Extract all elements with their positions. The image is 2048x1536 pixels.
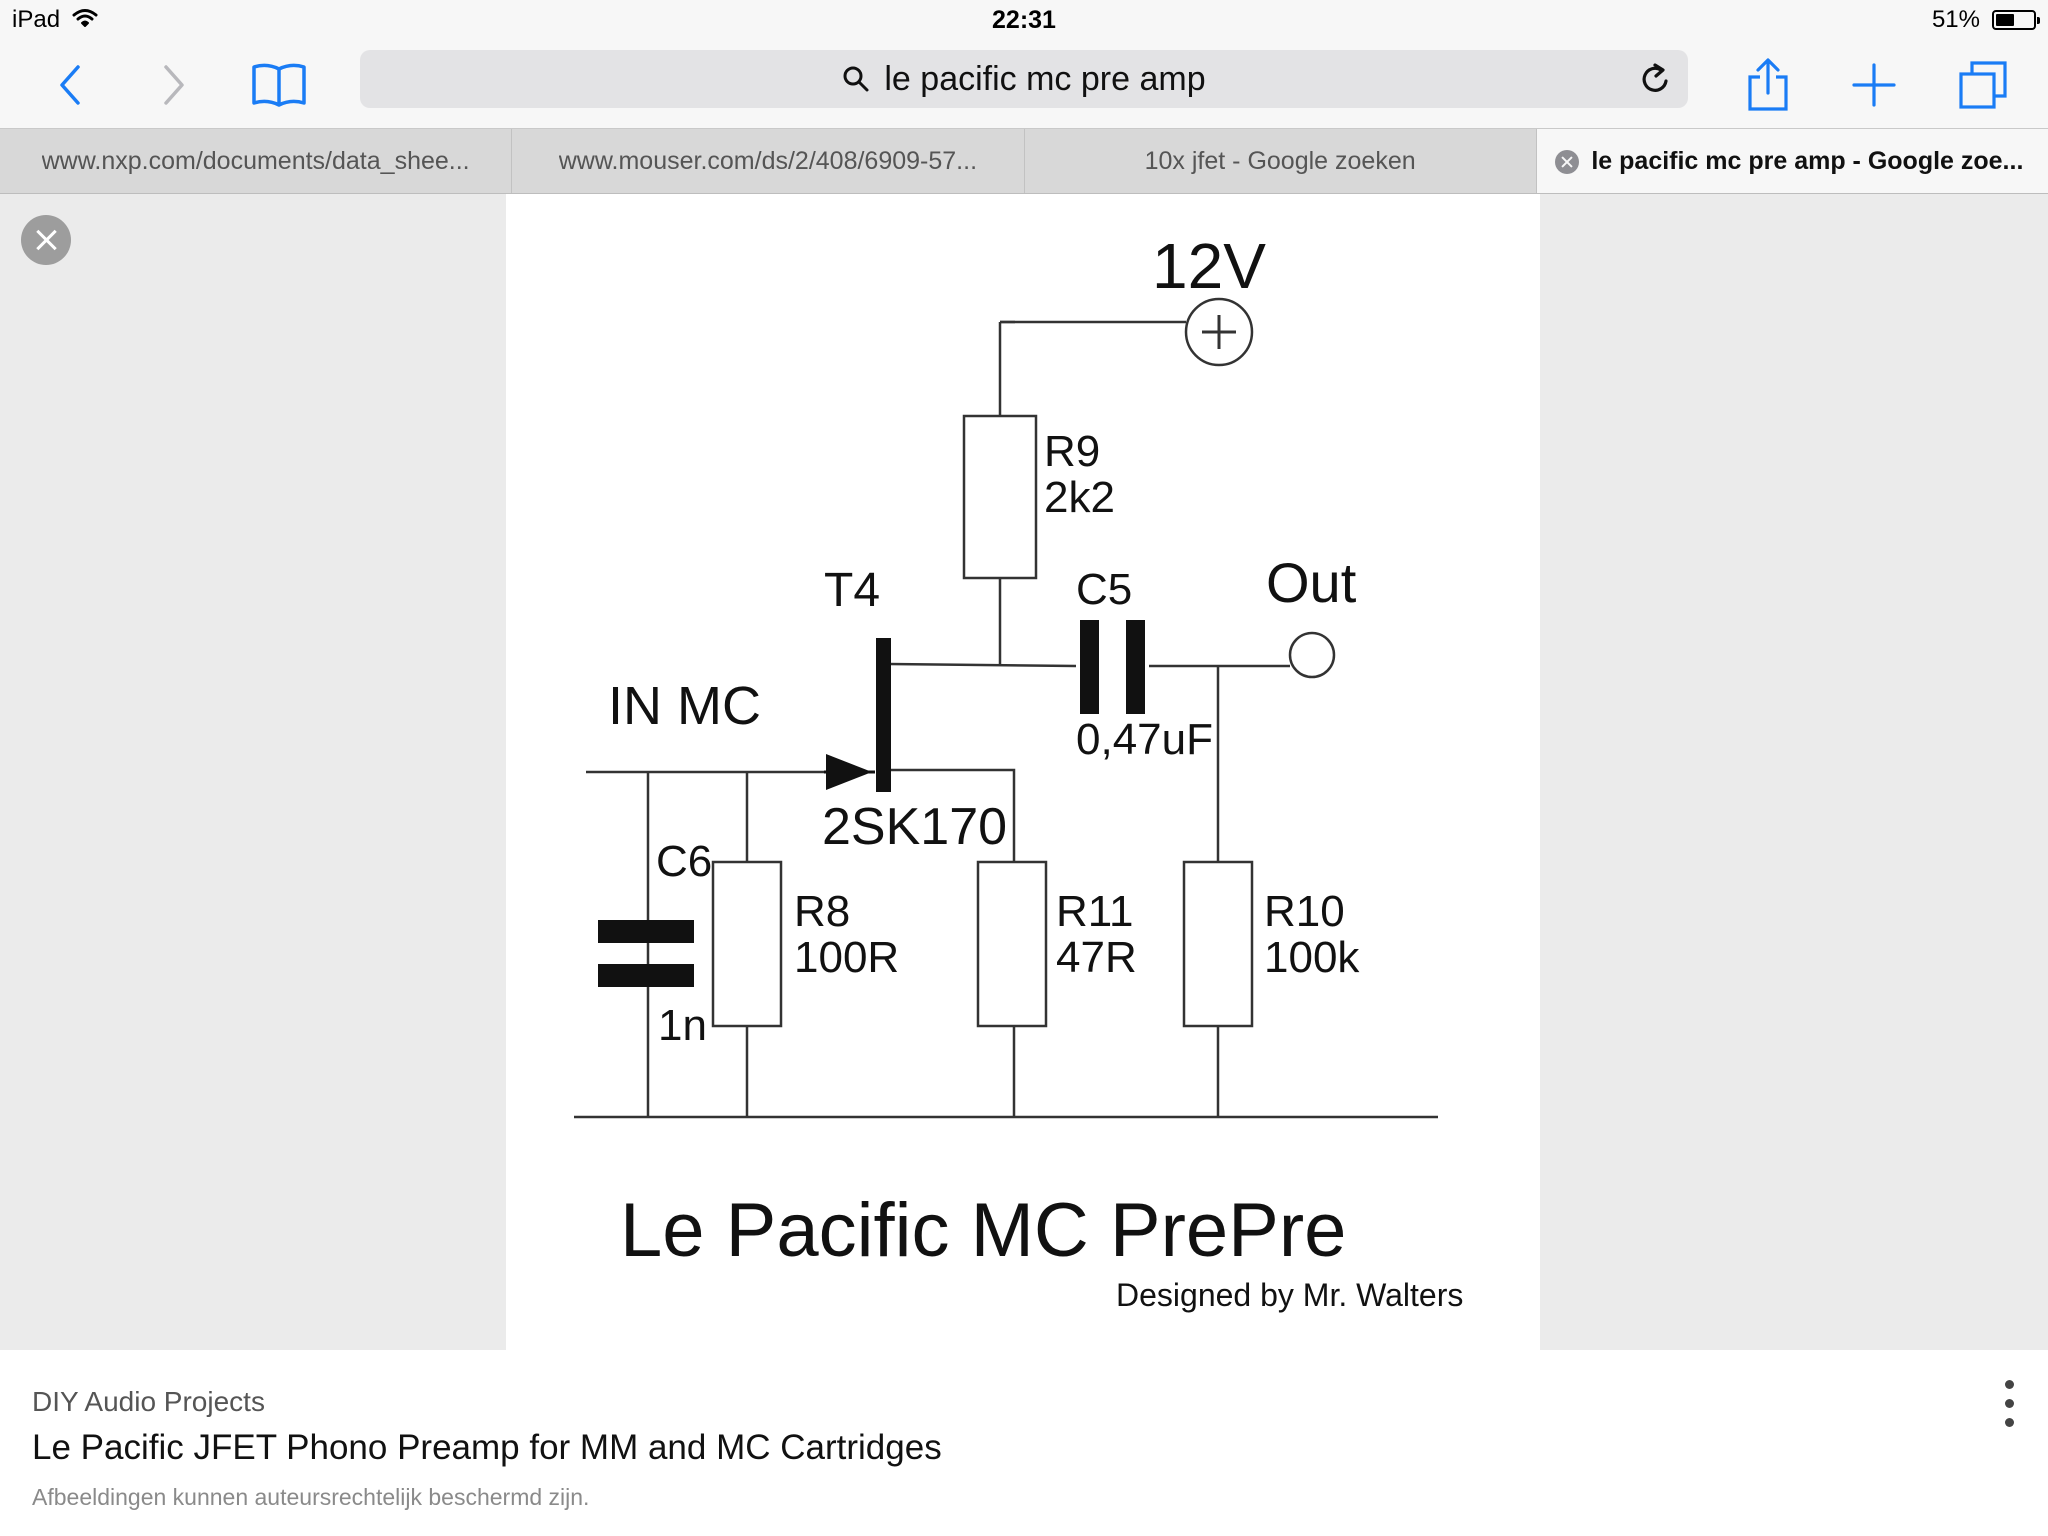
r9-body [962, 414, 1038, 580]
chevron-right-icon [164, 65, 184, 105]
schematic-image: 12V R9 2k2 T4 C5 Out IN MC 0,47uF 2SK170… [506, 194, 1540, 1350]
tab-pacific-search[interactable]: le pacific mc pre amp - Google zoe... [1536, 129, 2048, 193]
bookmarks-button[interactable] [250, 42, 308, 128]
c6-label: C6 [656, 837, 712, 886]
copyright-notice: Afbeeldingen kunnen auteursrechtelijk be… [32, 1484, 590, 1510]
more-options-button[interactable] [1994, 1378, 2024, 1430]
gate-arrow [826, 754, 872, 790]
out-label: Out [1266, 551, 1357, 614]
tab-close-icon[interactable] [1554, 150, 1579, 174]
tab-mouser[interactable]: www.mouser.com/ds/2/408/6909-57... [512, 129, 1025, 193]
r10-body [1182, 860, 1254, 1028]
c5-plate-right [1126, 620, 1145, 714]
c6-plate-top [598, 920, 694, 943]
image-caption-panel: DIY Audio Projects Le Pacific JFET Phono… [0, 1350, 2048, 1536]
status-bar: iPad 22:31 51% [0, 0, 2048, 42]
source-wire [883, 768, 1016, 862]
r8-label: R8 [794, 887, 850, 936]
c5-value: 0,47uF [1076, 715, 1213, 764]
search-icon [843, 66, 869, 92]
c5-label: C5 [1076, 565, 1132, 614]
r8-body [711, 860, 783, 1028]
supply-label: 12V [1152, 230, 1266, 302]
r11-body [976, 860, 1048, 1028]
close-viewer-button[interactable] [21, 215, 71, 265]
designer-credit: Designed by Mr. Walters [1116, 1277, 1463, 1313]
tab-label: 10x jfet - Google zoeken [1144, 146, 1416, 175]
drain-wire [882, 662, 1077, 668]
battery-percentage: 51% [1931, 6, 1980, 33]
tab-bar: www.nxp.com/documents/data_shee... www.m… [0, 128, 2048, 194]
tab-jfet-search[interactable]: 10x jfet - Google zoeken [1025, 129, 1537, 193]
browser-toolbar: le pacific mc pre amp [0, 42, 2048, 128]
image-title-link[interactable]: Le Pacific JFET Phono Preamp for MM and … [32, 1428, 942, 1467]
schematic-diagram: 12V R9 2k2 T4 C5 Out IN MC 0,47uF 2SK170… [574, 230, 1463, 1313]
share-icon [1748, 58, 1788, 111]
input-label: IN MC [608, 676, 761, 736]
transistor-label: 2SK170 [822, 798, 1007, 856]
address-bar[interactable]: le pacific mc pre amp [360, 50, 1688, 108]
back-button[interactable] [48, 42, 92, 128]
wifi-icon [72, 8, 98, 33]
reload-button[interactable] [1640, 62, 1672, 101]
plus-icon [1852, 63, 1896, 107]
out-terminal [1288, 631, 1336, 679]
source-site[interactable]: DIY Audio Projects [32, 1386, 265, 1417]
clock: 22:31 [992, 6, 1056, 34]
schematic-title: Le Pacific MC PrePre [620, 1188, 1346, 1273]
share-button[interactable] [1744, 42, 1792, 128]
search-query: le pacific mc pre amp [884, 59, 1206, 98]
r11-value: 47R [1056, 933, 1137, 982]
new-tab-button[interactable] [1852, 42, 1896, 128]
r10-label: R10 [1264, 887, 1345, 936]
tab-label: www.nxp.com/documents/data_shee... [41, 146, 470, 175]
r10-value: 100k [1264, 933, 1360, 982]
supply-wire [998, 320, 1015, 416]
r9-label: R9 [1044, 427, 1100, 476]
tab-nxp[interactable]: www.nxp.com/documents/data_shee... [0, 129, 513, 193]
battery-level [1996, 14, 2015, 26]
t4-label: T4 [824, 564, 880, 617]
tab-label: www.mouser.com/ds/2/408/6909-57... [558, 146, 978, 175]
tab-label: le pacific mc pre amp - Google zoe... [1591, 146, 2024, 175]
image-viewer: 12V R9 2k2 T4 C5 Out IN MC 0,47uF 2SK170… [0, 194, 2048, 1350]
c6-value: 1n [658, 1001, 707, 1050]
battery-icon [1992, 10, 2040, 30]
r11-label: R11 [1056, 887, 1133, 936]
reload-icon [1642, 63, 1668, 92]
tabs-icon [1959, 61, 2007, 109]
c6-plate-bottom [598, 964, 694, 987]
jfet-channel [876, 638, 891, 792]
device-name: iPad [12, 6, 61, 33]
tabs-overview-button[interactable] [1958, 42, 2008, 128]
c5-plate-left [1080, 620, 1099, 714]
book-icon [252, 63, 306, 107]
r8-value: 100R [794, 933, 899, 982]
plus-mark [1202, 315, 1236, 349]
forward-button[interactable] [152, 42, 196, 128]
chevron-left-icon [60, 65, 80, 105]
r9-value: 2k2 [1044, 473, 1115, 522]
